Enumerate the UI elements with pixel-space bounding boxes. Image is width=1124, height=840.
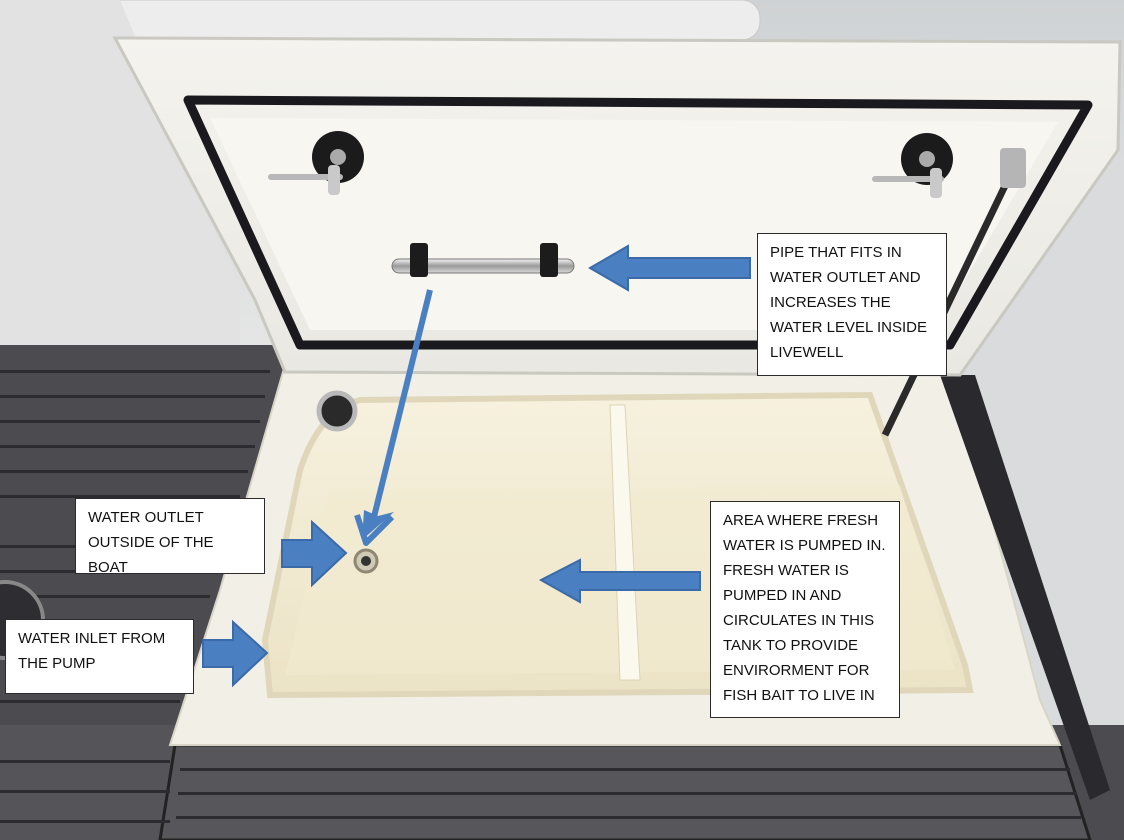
latch-right — [872, 133, 953, 198]
right-trim — [940, 375, 1110, 800]
cup-holder — [316, 390, 358, 432]
arrow-to-fresh-area — [538, 558, 701, 604]
callout-water-outlet: WATER OUTLET OUTSIDE OF THE BOAT — [75, 498, 265, 576]
side-cabinet — [0, 0, 240, 350]
right-wall — [950, 160, 1124, 840]
lid-gas-strut — [881, 163, 1019, 437]
arrow-to-pipe — [588, 244, 751, 292]
callout-fresh-water-area: AREA WHERE FRESH WATER IS PUMPED IN. FRE… — [710, 501, 900, 718]
arrow-to-inlet — [202, 619, 269, 688]
livewell-lid — [112, 36, 1122, 377]
overflow-pipe — [391, 243, 575, 277]
callout-water-inlet: WATER INLET FROM THE PUMP — [5, 619, 194, 694]
latch-left — [268, 131, 364, 195]
callout-overflow-pipe: PIPE THAT FITS IN WATER OUTLET AND INCRE… — [757, 233, 947, 376]
arrow-to-outlet — [281, 519, 348, 588]
seat-cushion — [59, 0, 761, 41]
lid-gasket — [183, 95, 1093, 350]
arrow-pipe-to-outlet — [354, 289, 433, 546]
